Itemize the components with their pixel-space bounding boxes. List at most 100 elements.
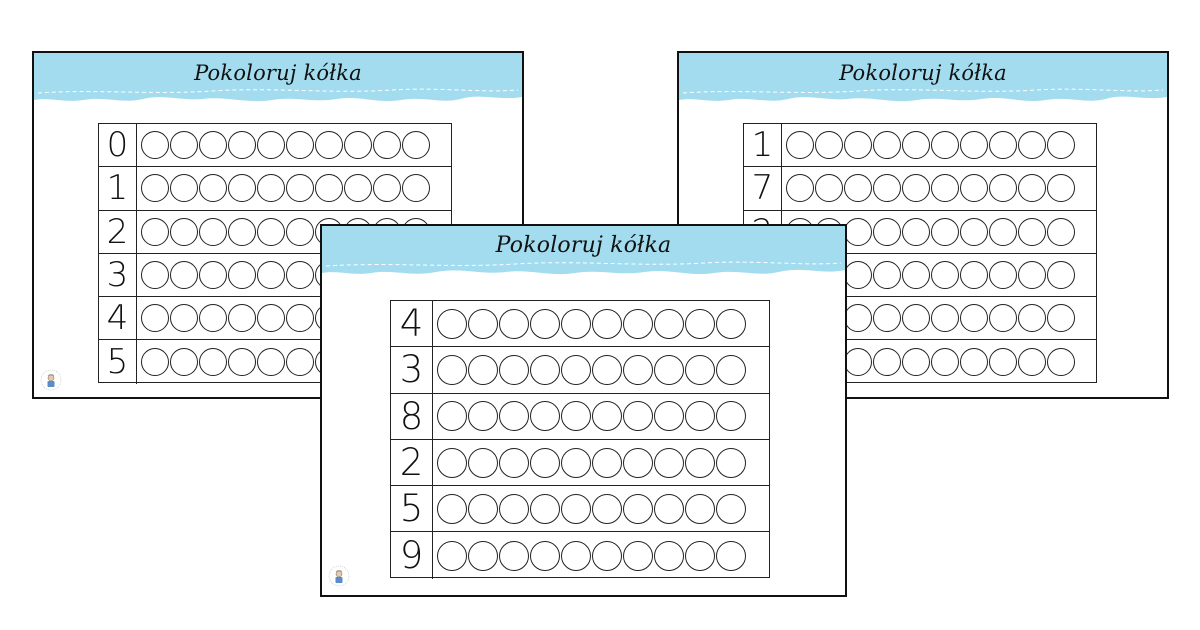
grid-row: 5 [391, 486, 769, 533]
color-circle [716, 493, 746, 524]
color-circle [228, 304, 256, 333]
color-circle [931, 348, 959, 377]
color-circle [685, 308, 715, 339]
worksheet-header: Pokoloruj kółka [34, 53, 522, 105]
color-circle [561, 493, 591, 524]
color-circle [989, 217, 1017, 246]
color-circle [530, 308, 560, 339]
color-circle [989, 261, 1017, 290]
color-circle [199, 131, 227, 160]
color-circle [257, 131, 285, 160]
circle-group [433, 354, 747, 385]
color-circle [170, 348, 198, 377]
color-circle [468, 493, 498, 524]
color-circle [815, 174, 843, 203]
color-circle [931, 174, 959, 203]
color-circle [873, 348, 901, 377]
color-circle [786, 131, 814, 160]
row-number: 1 [744, 124, 782, 167]
color-circle [437, 493, 467, 524]
color-circle [844, 304, 872, 333]
row-number: 3 [391, 347, 433, 393]
color-circle [654, 401, 684, 432]
color-circle [373, 174, 401, 203]
color-circle [468, 447, 498, 478]
color-circle [530, 401, 560, 432]
circle-group [433, 540, 747, 571]
color-circle [437, 447, 467, 478]
color-circle [499, 493, 529, 524]
color-circle [499, 447, 529, 478]
circle-group [433, 493, 747, 524]
color-circle [499, 308, 529, 339]
color-circle [1018, 174, 1046, 203]
color-circle [170, 131, 198, 160]
color-circle [141, 217, 169, 246]
color-circle [199, 261, 227, 290]
color-circle [592, 447, 622, 478]
color-circle [931, 131, 959, 160]
color-circle [468, 308, 498, 339]
color-circle [873, 131, 901, 160]
color-circle [468, 401, 498, 432]
color-circle [654, 308, 684, 339]
row-number: 2 [99, 210, 137, 253]
sheet-title: Pokoloruj kółka [194, 61, 362, 85]
color-circle [141, 348, 169, 377]
color-circle [716, 354, 746, 385]
color-circle [989, 348, 1017, 377]
grid-row: 7 [744, 167, 1096, 211]
color-circle [716, 308, 746, 339]
color-circle [561, 447, 591, 478]
color-circle [960, 131, 988, 160]
color-circle [685, 354, 715, 385]
color-circle [623, 540, 653, 571]
color-circle [654, 493, 684, 524]
color-circle [1047, 304, 1075, 333]
color-circle [844, 131, 872, 160]
color-circle [623, 354, 653, 385]
circle-group [782, 304, 1076, 333]
color-circle [286, 217, 314, 246]
grid-row: 3 [391, 347, 769, 394]
grid-row: 2 [391, 439, 769, 487]
row-number: 7 [744, 167, 782, 210]
circle-group [433, 401, 747, 432]
color-circle [654, 447, 684, 478]
color-circle [654, 540, 684, 571]
color-circle [437, 540, 467, 571]
row-number: 3 [99, 253, 137, 297]
color-circle [1047, 348, 1075, 377]
color-circle [931, 304, 959, 333]
color-circle [592, 354, 622, 385]
color-circle [437, 354, 467, 385]
color-circle [931, 261, 959, 290]
grid-row: 0 [99, 124, 451, 168]
sheet-title: Pokoloruj kółka [495, 233, 672, 258]
color-circle [960, 217, 988, 246]
color-circle [315, 131, 343, 160]
color-circle [499, 354, 529, 385]
grid-row: 1 [99, 167, 451, 211]
color-circle [815, 131, 843, 160]
torn-paper-header [34, 53, 522, 102]
color-circle [844, 174, 872, 203]
color-circle [1018, 348, 1046, 377]
color-circle [257, 217, 285, 246]
color-circle [257, 174, 285, 203]
color-circle [315, 174, 343, 203]
color-circle [228, 174, 256, 203]
color-circle [141, 174, 169, 203]
color-circle [989, 131, 1017, 160]
color-circle [716, 447, 746, 478]
color-circle [1018, 131, 1046, 160]
color-circle [623, 493, 653, 524]
color-circle [989, 174, 1017, 203]
color-circle [437, 308, 467, 339]
color-circle [257, 261, 285, 290]
torn-paper-header [679, 53, 1167, 102]
circle-group [782, 348, 1076, 377]
circle-group [782, 174, 1076, 203]
row-number: 9 [391, 532, 433, 579]
